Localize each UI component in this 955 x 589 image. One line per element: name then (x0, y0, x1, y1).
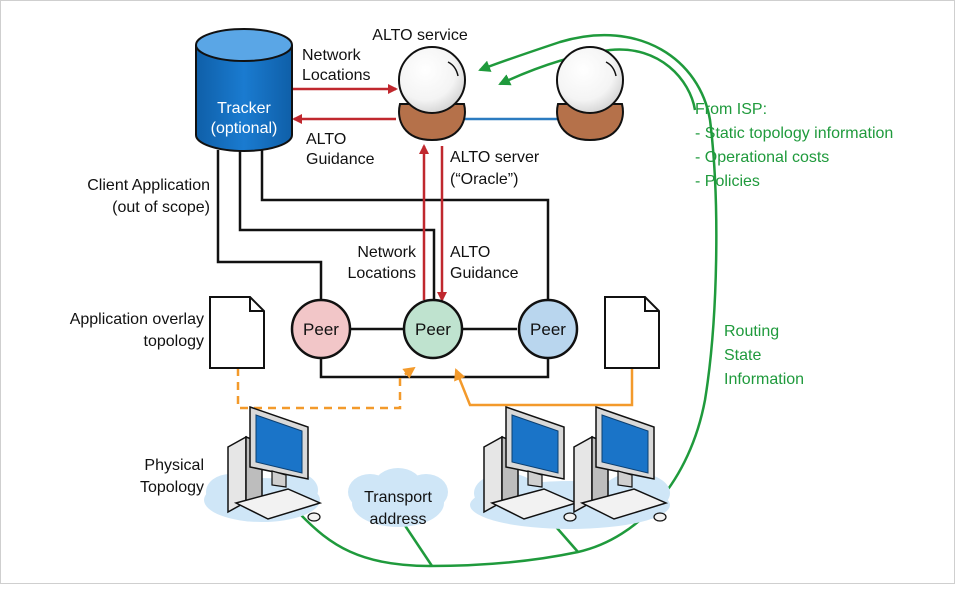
overlay-solid-arrow (454, 368, 634, 407)
peer-center-label: Peer (415, 320, 451, 339)
computers-group (227, 405, 669, 522)
routing-state-line (299, 33, 718, 568)
client-app-label-1: Client Application (87, 177, 210, 194)
peer-right-label: Peer (530, 320, 566, 339)
alto-server-label-2: (“Oracle”) (450, 171, 518, 188)
database-icon (195, 28, 293, 152)
alto-guidance-mid-1: ALTO (450, 244, 490, 261)
routing-state-2: State (724, 347, 761, 364)
physical-topology-label-2: Topology (140, 479, 204, 496)
crystal-ball-icon (398, 46, 466, 142)
alto-guidance-mid-2: Guidance (450, 265, 519, 282)
document-icon (604, 296, 660, 369)
network-locations-mid-2: Locations (348, 265, 417, 282)
document-icon (209, 296, 265, 369)
transport-address-label-2: address (370, 511, 427, 528)
app-overlay-label-2: topology (144, 333, 205, 350)
overlay-dashed-arrow (236, 366, 416, 410)
peer-left-label: Peer (303, 320, 339, 339)
from-isp-line-2: - Static topology information (695, 125, 893, 142)
cloud-icon (348, 468, 448, 527)
client-app-label-2: (out of scope) (112, 199, 210, 216)
tracker-label-2: (optional) (211, 120, 278, 137)
network-locations-top-1: Network (302, 47, 362, 64)
from-isp-line-3: - Operational costs (695, 149, 829, 166)
routing-state-1: Routing (724, 323, 779, 340)
crystal-ball-icon (556, 46, 624, 142)
from-isp-line-1: From ISP: (695, 101, 767, 118)
routing-state-3: Information (724, 371, 804, 388)
alto-service-label: ALTO service (372, 27, 468, 44)
computer-icon (573, 405, 669, 522)
from-isp-line (498, 48, 697, 111)
physical-topology-label-1: Physical (144, 457, 204, 474)
transport-address-label-1: Transport (364, 489, 432, 506)
alto-server-label-1: ALTO server (450, 149, 540, 166)
network-locations-top-2: Locations (302, 67, 371, 84)
peer-left (290, 298, 352, 360)
tracker-label-1: Tracker (217, 100, 271, 117)
peer-right (517, 298, 579, 360)
app-overlay-label-1: Application overlay (70, 311, 204, 328)
alto-guidance-top-1: ALTO (306, 131, 346, 148)
from-isp-line-4: - Policies (695, 173, 760, 190)
computer-icon (483, 405, 579, 522)
alto-guidance-top-2: Guidance (306, 151, 375, 168)
peer-center (402, 298, 464, 360)
computer-icon (227, 405, 323, 522)
tracker-peer-links (216, 150, 550, 379)
network-locations-mid-1: Network (357, 244, 417, 261)
